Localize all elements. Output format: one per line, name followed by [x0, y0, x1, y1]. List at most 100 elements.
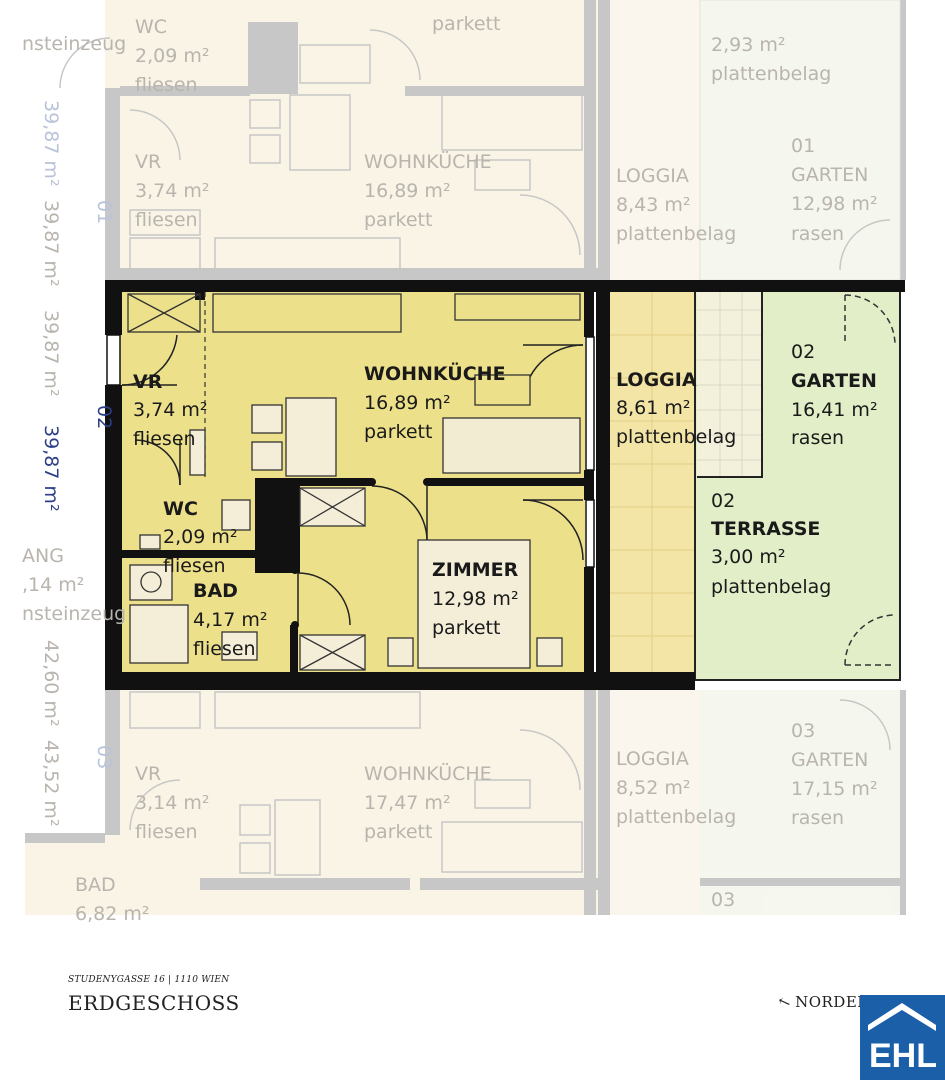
unit-area-label: 02 39,87 m² [40, 405, 115, 512]
terrace-upper-area [697, 287, 762, 477]
svg-text:WC: WC [135, 16, 167, 38]
svg-text:42,60 m²: 42,60 m² [40, 640, 62, 727]
svg-text:39,87 m²: 39,87 m² [40, 310, 62, 397]
svg-text:01: 01 [93, 200, 115, 224]
svg-text:BAD: BAD [193, 580, 238, 602]
svg-text:3,74 m²: 3,74 m² [133, 399, 207, 421]
svg-text:WC: WC [163, 498, 198, 520]
floor-plan: VR 3,74 m² fliesen WOHNKÜCHE 16,89 m² pa… [22, 0, 906, 925]
room-label-wohnkueche: WOHNKÜCHE 16,89 m² parkett [364, 361, 506, 443]
svg-text:02: 02 [791, 341, 815, 363]
svg-text:39,87 m²: 39,87 m² [40, 200, 62, 287]
svg-text:parkett: parkett [364, 421, 432, 443]
svg-text:parkett: parkett [432, 617, 500, 639]
neighbor-below-labels: VR 3,14 m² fliesen WOHNKÜCHE 17,47 m² pa… [40, 640, 878, 925]
svg-text:parkett: parkett [364, 821, 432, 843]
svg-text:12,98 m²: 12,98 m² [432, 588, 519, 610]
svg-text:rasen: rasen [791, 223, 844, 245]
svg-text:rasen: rasen [791, 807, 844, 829]
svg-text:16,89 m²: 16,89 m² [364, 392, 451, 414]
furniture [127, 293, 581, 671]
svg-text:WOHNKÜCHE: WOHNKÜCHE [364, 762, 492, 785]
svg-text:16,89 m²: 16,89 m² [364, 180, 451, 202]
svg-text:,14 m²: ,14 m² [22, 574, 84, 596]
svg-text:8,52 m²: 8,52 m² [616, 777, 690, 799]
svg-text:8,43 m²: 8,43 m² [616, 194, 690, 216]
svg-text:03: 03 [791, 720, 815, 742]
svg-text:17,15 m²: 17,15 m² [791, 778, 878, 800]
room-label-loggia: LOGGIA 8,61 m² plattenbelag [616, 369, 736, 448]
svg-text:GARTEN: GARTEN [791, 749, 868, 771]
svg-text:3,00 m²: 3,00 m² [711, 546, 785, 568]
loggia-tiles [610, 292, 695, 672]
svg-text:39,87 m²: 39,87 m² [40, 100, 62, 187]
room-label-wc: WC 2,09 m² fliesen [163, 498, 237, 577]
svg-text:fliesen: fliesen [193, 638, 256, 660]
svg-text:fliesen: fliesen [163, 555, 226, 577]
svg-text:3,14 m²: 3,14 m² [135, 792, 209, 814]
neighbor-left-labels: ANG ,14 m² nsteinzeug [22, 545, 126, 625]
svg-text:nsteinzeug: nsteinzeug [22, 33, 126, 55]
room-label-bad: BAD 4,17 m² fliesen [193, 580, 267, 660]
svg-text:BAD: BAD [75, 874, 116, 896]
north-label: NORDEN [795, 993, 871, 1011]
north-arrow-icon: ↖ [775, 991, 794, 1013]
walls [105, 280, 905, 690]
apartment-02 [105, 280, 905, 690]
svg-text:VR: VR [135, 763, 161, 785]
svg-text:TERRASSE: TERRASSE [711, 518, 820, 540]
svg-text:fliesen: fliesen [133, 428, 196, 450]
doors [121, 334, 584, 626]
svg-text:3,74 m²: 3,74 m² [135, 180, 209, 202]
svg-text:WOHNKÜCHE: WOHNKÜCHE [364, 150, 492, 173]
svg-text:parkett: parkett [432, 13, 500, 35]
svg-text:2,93 m²: 2,93 m² [711, 34, 785, 56]
address-label: STUDENYGASSE 16 | 1110 WIEN [68, 975, 230, 985]
svg-text:03: 03 [93, 745, 115, 769]
neighbor-above-labels: parkett WC 2,09 m² fliesen nsteinzeug 2,… [22, 13, 878, 397]
svg-text:fliesen: fliesen [135, 74, 198, 96]
svg-text:2,09 m²: 2,09 m² [135, 45, 209, 67]
svg-text:VR: VR [135, 151, 161, 173]
svg-text:43,52 m²: 43,52 m² [40, 740, 62, 827]
neighbor-unit-01 [59, 0, 906, 281]
svg-text:plattenbelag: plattenbelag [616, 223, 736, 245]
svg-text:LOGGIA: LOGGIA [616, 748, 689, 770]
svg-text:ZIMMER: ZIMMER [432, 559, 519, 581]
svg-text:fliesen: fliesen [135, 209, 198, 231]
svg-text:WOHNKÜCHE: WOHNKÜCHE [364, 361, 506, 385]
svg-text:rasen: rasen [791, 427, 844, 449]
svg-text:2,09 m²: 2,09 m² [163, 526, 237, 548]
svg-text:plattenbelag: plattenbelag [711, 63, 831, 85]
svg-text:LOGGIA: LOGGIA [616, 165, 689, 187]
svg-text:plattenbelag: plattenbelag [616, 806, 736, 828]
room-label-terrasse: 02 TERRASSE 3,00 m² plattenbelag [711, 490, 831, 598]
svg-text:8,61 m²: 8,61 m² [616, 397, 690, 419]
svg-text:39,87 m²: 39,87 m² [40, 425, 62, 512]
svg-text:ANG: ANG [22, 545, 64, 567]
room-label-zimmer: ZIMMER 12,98 m² parkett [432, 559, 519, 639]
svg-text:02: 02 [93, 405, 115, 429]
svg-text:02: 02 [711, 490, 735, 512]
ehl-logo: EHL [860, 995, 945, 1080]
svg-text:parkett: parkett [364, 209, 432, 231]
svg-text:plattenbelag: plattenbelag [711, 576, 831, 598]
neighbor-unit-03 [25, 690, 906, 915]
svg-text:4,17 m²: 4,17 m² [193, 609, 267, 631]
room-label-garten: 02 GARTEN 16,41 m² rasen [791, 341, 878, 449]
svg-text:LOGGIA: LOGGIA [616, 369, 697, 391]
svg-text:GARTEN: GARTEN [791, 164, 868, 186]
svg-text:EHL: EHL [869, 1037, 937, 1075]
north-indicator: ↖NORDEN [775, 991, 871, 1013]
svg-text:fliesen: fliesen [135, 821, 198, 843]
svg-text:VR: VR [133, 371, 163, 393]
floor-title: ERDGESCHOSS [68, 991, 240, 1015]
svg-text:17,47 m²: 17,47 m² [364, 792, 451, 814]
svg-text:03: 03 [711, 889, 735, 911]
svg-text:01: 01 [791, 135, 815, 157]
svg-text:12,98 m²: 12,98 m² [791, 193, 878, 215]
svg-text:GARTEN: GARTEN [791, 370, 877, 392]
svg-text:nsteinzeug: nsteinzeug [22, 603, 126, 625]
svg-text:16,41 m²: 16,41 m² [791, 399, 878, 421]
terrace-tiles [697, 287, 762, 477]
